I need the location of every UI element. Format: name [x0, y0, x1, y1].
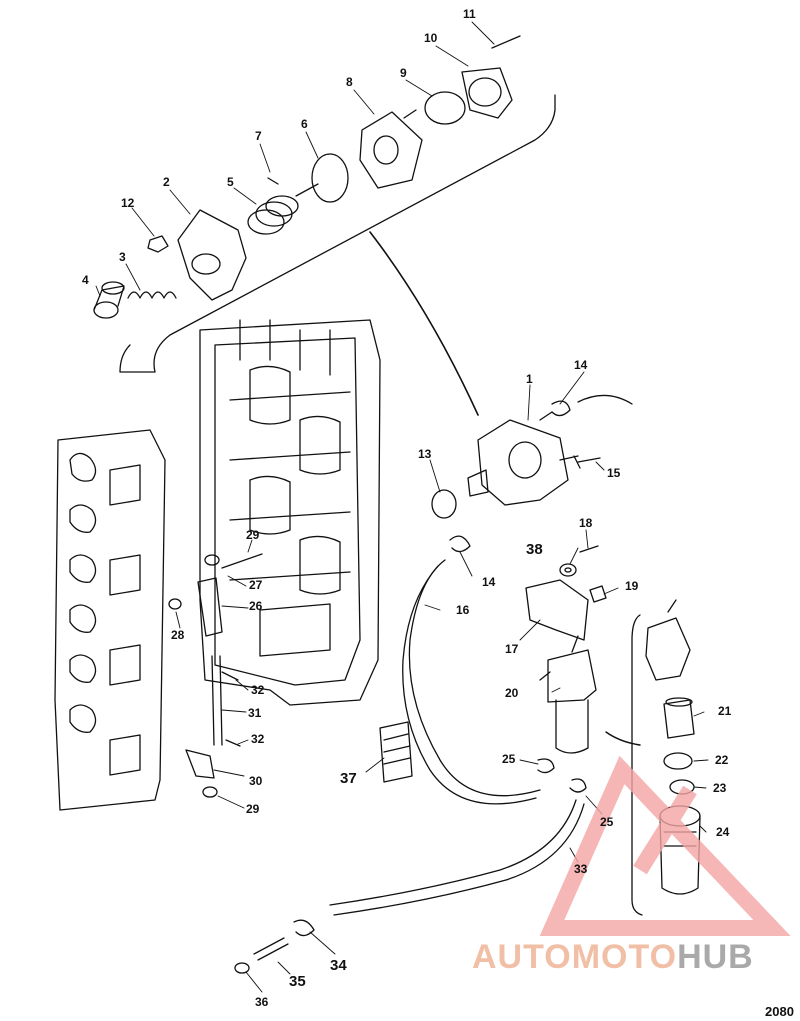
figure-number: 2080 — [765, 1004, 794, 1019]
part-19-nut — [589, 585, 607, 603]
callout-33: 33 — [574, 862, 588, 876]
callout-25-right: 25 — [600, 815, 614, 829]
callout-14-lower: 14 — [482, 575, 496, 589]
part-25-clamps — [537, 758, 587, 793]
callout-18: 18 — [579, 516, 593, 530]
vent-hose — [577, 394, 633, 405]
watermark-text: AUTOMOTOHUB — [472, 940, 754, 974]
callout-29-lower: 29 — [246, 802, 260, 816]
callout-19: 19 — [625, 579, 639, 593]
part-9-gasket — [424, 91, 466, 125]
callout-10: 10 — [424, 31, 438, 45]
callout-34: 34 — [330, 957, 347, 974]
callout-29-upper: 29 — [246, 528, 260, 542]
part-12-nut — [147, 235, 169, 253]
part-33-hose — [329, 799, 577, 906]
callout-2: 2 — [163, 175, 170, 189]
callout-32-upper: 32 — [251, 683, 265, 697]
part-26-fitting — [197, 577, 223, 637]
callout-30: 30 — [249, 774, 263, 788]
part-4-sleeve — [93, 281, 125, 319]
part-10-cap — [461, 67, 513, 119]
watermark-logo-triangle — [539, 755, 791, 936]
callout-9: 9 — [400, 66, 407, 80]
part-8-cover — [359, 109, 423, 189]
callout-7: 7 — [255, 129, 262, 143]
intake-manifold — [54, 429, 166, 811]
callout-6: 6 — [301, 117, 308, 131]
part-14-clamp-lower — [449, 535, 471, 553]
part-17-bracket — [525, 579, 589, 641]
callout-22: 22 — [715, 753, 729, 767]
callout-17: 17 — [505, 642, 519, 656]
callout-25-left: 25 — [502, 752, 516, 766]
part-35-fitting — [253, 937, 289, 961]
callout-12: 12 — [121, 196, 135, 210]
filter-head-detail — [645, 599, 691, 681]
part-1-fuel-pump — [467, 411, 579, 506]
callout-28: 28 — [171, 628, 185, 642]
part-30-clip — [185, 749, 215, 779]
callout-5: 5 — [227, 175, 234, 189]
part-37-sleeve — [379, 721, 413, 783]
callout-31: 31 — [248, 706, 262, 720]
callout-35: 35 — [289, 973, 306, 990]
part-32-pin-lower — [225, 739, 241, 747]
callout-32-lower: 32 — [251, 732, 265, 746]
part-2-housing — [177, 209, 247, 301]
part-29-washer-upper — [204, 554, 220, 566]
callout-16: 16 — [456, 603, 470, 617]
part-28-plug — [168, 598, 182, 610]
part-7-pin — [267, 177, 279, 185]
callout-3: 3 — [119, 250, 126, 264]
part-31-rod — [211, 655, 223, 746]
callout-8: 8 — [346, 75, 353, 89]
callout-38: 38 — [526, 541, 543, 558]
part-3-spring — [127, 291, 177, 299]
callout-26: 26 — [249, 599, 263, 613]
part-34-clamp — [293, 919, 315, 937]
watermark-part-a: AUTOMOTO — [472, 938, 678, 976]
part-21-element — [663, 697, 695, 739]
part-11-screw — [491, 35, 521, 49]
part-15-bolt — [573, 455, 601, 469]
cylinder-block — [199, 319, 381, 706]
callout-27: 27 — [249, 578, 263, 592]
part-38-washer — [559, 563, 577, 577]
callout-13: 13 — [418, 447, 432, 461]
callout-21: 21 — [718, 704, 732, 718]
part-27-bolt — [221, 553, 263, 569]
callout-24: 24 — [716, 825, 730, 839]
callout-11: 11 — [463, 7, 476, 21]
part-29-washer-lower — [202, 786, 218, 798]
part-36-cap — [234, 962, 250, 974]
part-22-o-ring — [663, 752, 693, 770]
callout-20: 20 — [505, 686, 519, 700]
part-16-hose — [408, 559, 541, 797]
part-32-pin-upper — [221, 671, 239, 681]
callout-4: 4 — [82, 273, 89, 287]
part-20-fuel-filter — [539, 635, 597, 754]
part-6-diaphragm — [295, 153, 349, 203]
callout-23: 23 — [713, 781, 727, 795]
pointer-arrow-to-filter — [605, 731, 641, 746]
part-13-gasket — [431, 489, 457, 519]
exploded-view-bracket — [119, 94, 556, 373]
part-5-spring — [247, 195, 299, 235]
pointer-arrow-to-pump — [369, 231, 479, 416]
callout-15: 15 — [607, 466, 621, 480]
callout-14-upper: 14 — [574, 358, 588, 372]
watermark-part-b: HUB — [677, 938, 754, 976]
callout-36: 36 — [255, 995, 269, 1009]
callout-37: 37 — [340, 770, 357, 787]
callout-1: 1 — [526, 372, 533, 386]
part-14-clamp-upper — [551, 400, 571, 417]
part-18-bolt — [579, 545, 599, 553]
